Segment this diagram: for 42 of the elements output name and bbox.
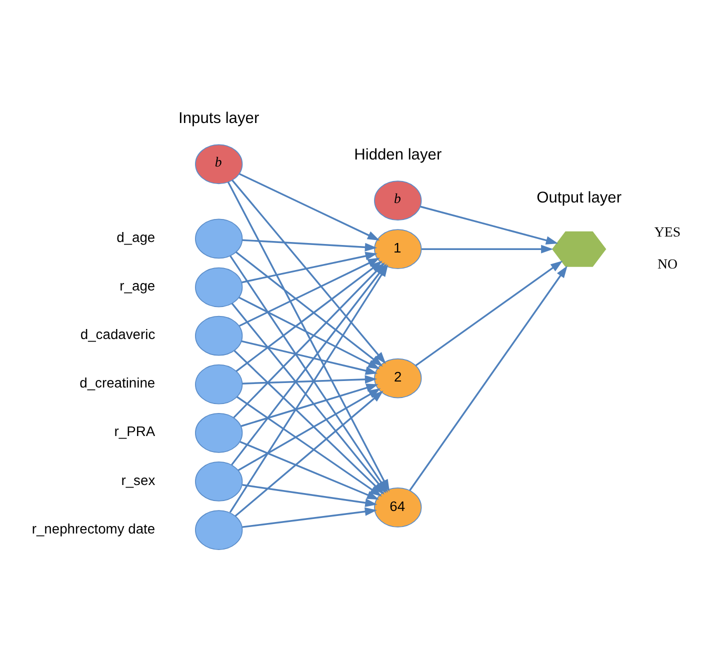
node-ellipse: 64 (374, 488, 422, 528)
node-ellipse: b (195, 144, 243, 184)
arrow (420, 206, 558, 244)
node-circle (195, 510, 243, 550)
arrow (242, 484, 378, 507)
label: Output layer (536, 190, 622, 207)
arrow (242, 507, 378, 528)
node-label: d_cadaveric (80, 326, 156, 342)
arrow (409, 266, 568, 492)
node-circle (195, 267, 243, 308)
node-ellipse: b (374, 180, 422, 221)
arrow (240, 440, 380, 500)
node-label: r_PRA (114, 423, 156, 440)
label: Hidden layer (354, 146, 442, 164)
arrow (239, 258, 380, 327)
arrow (236, 396, 382, 496)
arrow (238, 388, 381, 471)
arrow (242, 375, 378, 384)
node-label: r_nephrectomy date (32, 520, 156, 536)
arrow (239, 173, 380, 240)
node-label: r_age (120, 278, 156, 294)
arrow (241, 340, 378, 375)
label: Inputs layer (178, 110, 260, 127)
node-label: NO (658, 257, 678, 272)
node-hexagon (550, 230, 608, 269)
node-ellipse: 2 (374, 358, 422, 398)
arrow (242, 252, 378, 284)
node-ellipse: 1 (374, 229, 422, 270)
node-label: d_creatinine (80, 374, 156, 391)
node-label: r_sex (121, 472, 156, 488)
node-circle (195, 364, 243, 404)
node-circle (195, 218, 243, 259)
node-circle (195, 316, 243, 356)
node-label: YES (654, 225, 681, 240)
arrow (242, 239, 378, 252)
arrow (238, 296, 380, 370)
arrow (415, 260, 563, 366)
node-label: d_age (116, 229, 156, 246)
node-circle (195, 462, 243, 502)
arrow (422, 244, 554, 254)
arrow (240, 384, 378, 427)
node-circle (195, 412, 243, 453)
